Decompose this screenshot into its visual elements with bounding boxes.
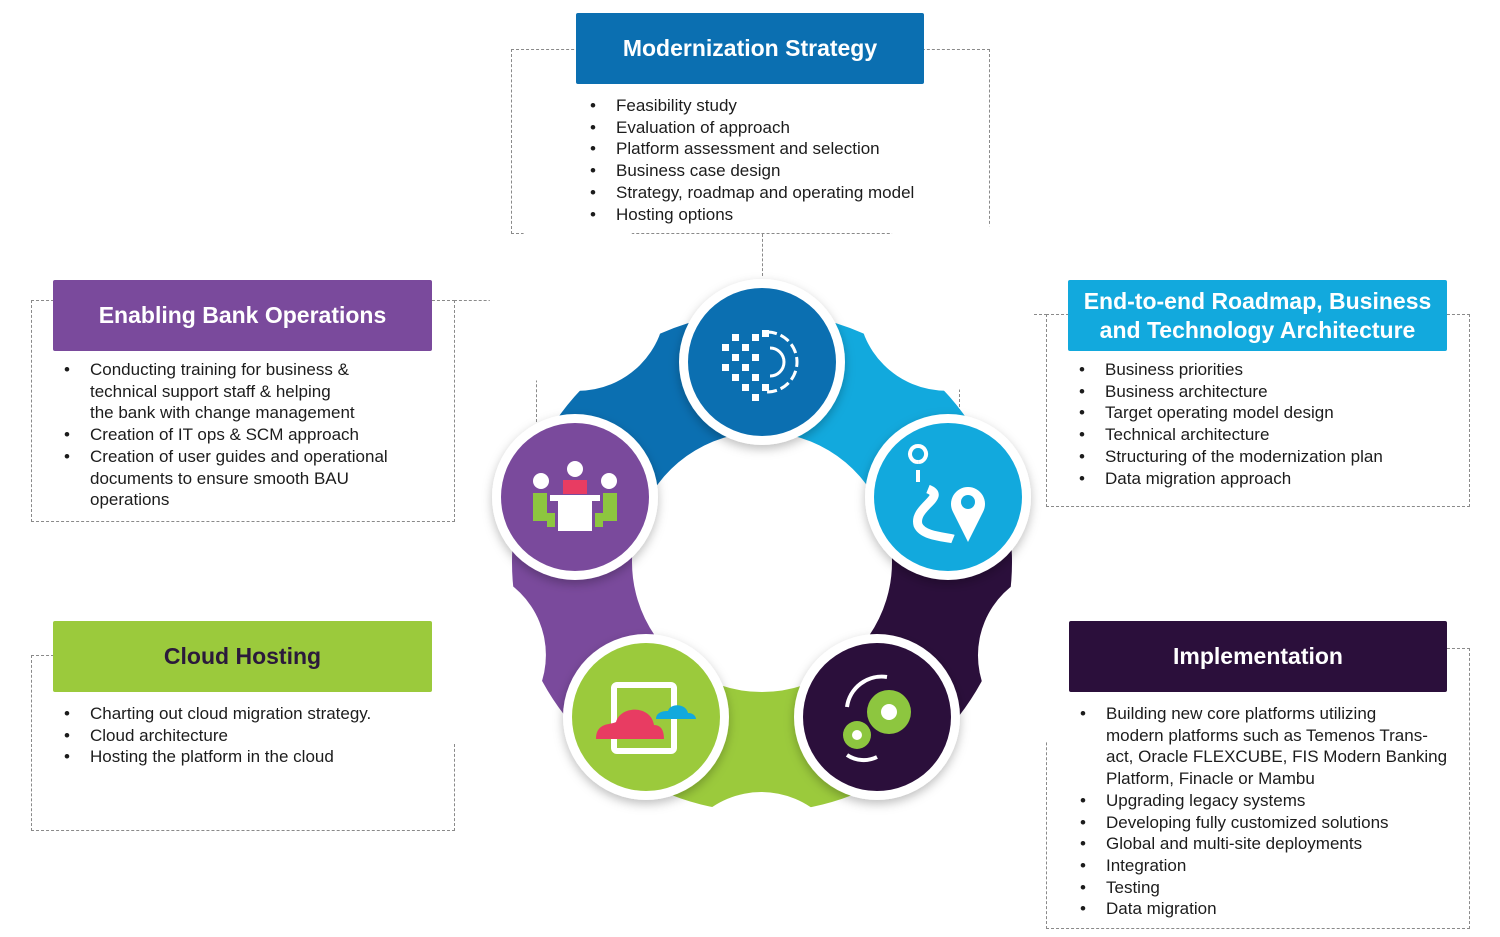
list-item: Conducting training for business & techn… — [64, 359, 388, 424]
list-item: Hosting options — [590, 204, 914, 226]
digital-gear-icon — [722, 330, 799, 401]
strategy-header: Modernization Strategy — [576, 13, 924, 84]
list-item: Feasibility study — [590, 95, 914, 117]
list-item: Creation of user guides and operational … — [64, 446, 388, 511]
implementation-header: Implementation — [1069, 621, 1447, 692]
list-item: Building new core platforms utilizing mo… — [1080, 703, 1447, 790]
strategy-list: Feasibility study Evaluation of approach… — [590, 95, 914, 225]
roadmap-header: End-to-end Roadmap, Business and Technol… — [1068, 280, 1447, 351]
ring-cutout — [977, 567, 1154, 744]
gears-cycle-icon — [843, 674, 911, 763]
strategy-title: Modernization Strategy — [622, 35, 878, 61]
list-item: Developing fully customized solutions — [1080, 812, 1447, 834]
list-item: Upgrading legacy systems — [1080, 790, 1447, 812]
ring-cutout — [673, 792, 850, 937]
implementation-node — [794, 634, 960, 800]
meeting-training-icon — [533, 461, 617, 531]
cloud-window-icon — [596, 682, 696, 754]
list-item: Creation of IT ops & SCM approach — [64, 424, 388, 446]
roadmap-title: End-to-end Roadmap, Business and Technol… — [1083, 287, 1432, 343]
list-item: Data migration approach — [1079, 468, 1383, 490]
list-item: Cloud architecture — [64, 725, 371, 747]
list-item: Technical architecture — [1079, 424, 1383, 446]
list-item: Business architecture — [1079, 381, 1383, 403]
implementation-list: Building new core platforms utilizing mo… — [1080, 703, 1447, 920]
operations-node — [492, 414, 658, 580]
roadmap-node — [865, 414, 1031, 580]
cloud-node — [563, 634, 729, 800]
list-item: Evaluation of approach — [590, 117, 914, 139]
list-item: Hosting the platform in the cloud — [64, 746, 371, 768]
list-item: Testing — [1080, 877, 1447, 899]
list-item: Target operating model design — [1079, 402, 1383, 424]
list-item: Structuring of the modernization plan — [1079, 446, 1383, 468]
operations-list: Conducting training for business & techn… — [64, 359, 388, 511]
list-item: Global and multi-site deployments — [1080, 833, 1447, 855]
list-item: Charting out cloud migration strategy. — [64, 703, 371, 725]
roadmap-list: Business priorities Business architectur… — [1079, 359, 1383, 489]
cloud-header: Cloud Hosting — [53, 621, 432, 692]
implementation-title: Implementation — [1173, 643, 1343, 669]
ring-cutout — [369, 567, 546, 744]
cloud-title: Cloud Hosting — [163, 643, 322, 669]
list-item: Business case design — [590, 160, 914, 182]
list-item: Strategy, roadmap and operating model — [590, 182, 914, 204]
cloud-list: Charting out cloud migration strategy. C… — [64, 703, 371, 768]
ring-inner-hole — [640, 440, 884, 684]
list-item: Data migration — [1080, 898, 1447, 920]
list-item: Platform assessment and selection — [590, 138, 914, 160]
list-item: Integration — [1080, 855, 1447, 877]
strategy-node — [679, 279, 845, 445]
list-item: Business priorities — [1079, 359, 1383, 381]
ring-cutout — [489, 214, 666, 391]
operations-title: Enabling Bank Operations — [98, 302, 387, 328]
ring-cutout — [858, 214, 1035, 391]
operations-header: Enabling Bank Operations — [53, 280, 432, 351]
strategy-connector — [762, 234, 763, 276]
route-map-pin-icon — [908, 444, 985, 544]
